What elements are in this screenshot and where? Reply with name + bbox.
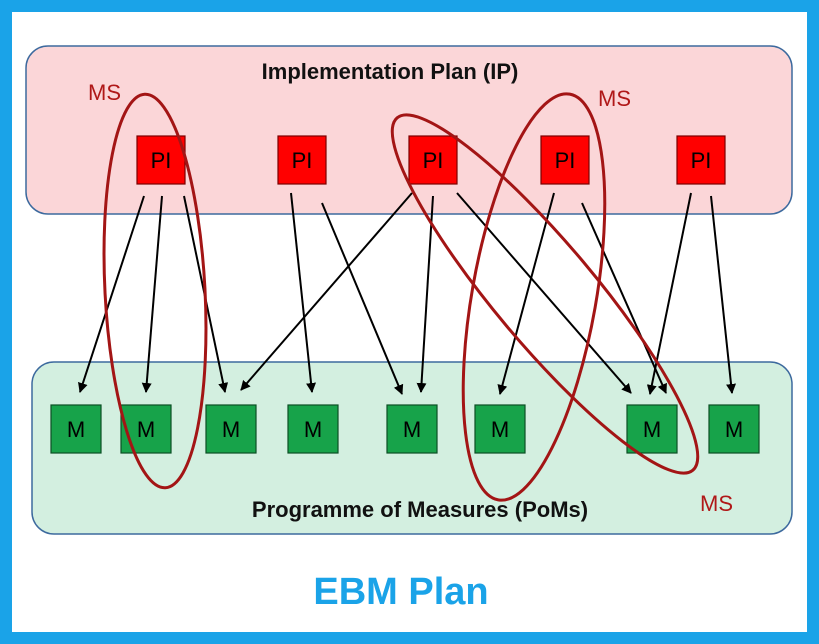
m-node-1: M xyxy=(50,404,102,454)
pi-label: PI xyxy=(423,148,444,173)
m-label: M xyxy=(67,417,85,442)
m-node-7: M xyxy=(626,404,678,454)
m-label: M xyxy=(222,417,240,442)
ms-label-top-right: MS xyxy=(598,86,631,111)
link-arrow-pi-2-m-4 xyxy=(290,192,317,393)
ms-ellipse-left xyxy=(102,92,208,490)
m-label: M xyxy=(643,417,661,442)
pi-label: PI xyxy=(151,148,172,173)
pi-label: PI xyxy=(292,148,313,173)
link-arrow-pi-1-m-1 xyxy=(78,195,145,393)
m-node-3: M xyxy=(205,404,257,454)
pi-node-3: PI xyxy=(408,135,458,185)
ms-ellipse-right xyxy=(390,113,700,475)
m-label: M xyxy=(137,417,155,442)
link-arrow-pi-1-m-2 xyxy=(141,195,163,393)
m-node-6: M xyxy=(474,404,526,454)
m-label: M xyxy=(403,417,421,442)
ip-title: Implementation Plan (IP) xyxy=(262,59,519,84)
link-arrow-pi-2-m-5 xyxy=(321,202,404,395)
m-node-5: M xyxy=(386,404,438,454)
m-node-4: M xyxy=(287,404,339,454)
pi-node-2: PI xyxy=(277,135,327,185)
ip-region xyxy=(25,45,793,215)
link-arrow-pi-3-m-3 xyxy=(240,192,413,391)
link-arrow-pi-4-m-7 xyxy=(581,202,667,394)
m-node-8: M xyxy=(708,404,760,454)
plan-title: EBM Plan xyxy=(313,571,488,613)
ms-label-bottom-right: MS xyxy=(700,491,733,516)
m-label: M xyxy=(491,417,509,442)
pi-label: PI xyxy=(555,148,576,173)
m-label: M xyxy=(725,417,743,442)
pi-node-4: PI xyxy=(540,135,590,185)
poms-title: Programme of Measures (PoMs) xyxy=(252,497,588,522)
pi-node-5: PI xyxy=(676,135,726,185)
pi-label: PI xyxy=(691,148,712,173)
ms-label-left: MS xyxy=(88,80,121,105)
pi-node-1: PI xyxy=(136,135,186,185)
m-label: M xyxy=(304,417,322,442)
m-node-2: M xyxy=(120,404,172,454)
link-arrow-pi-4-m-6 xyxy=(497,192,555,395)
link-arrow-pi-5-m-8 xyxy=(710,195,737,394)
link-arrow-pi-3-m-5 xyxy=(416,195,434,393)
